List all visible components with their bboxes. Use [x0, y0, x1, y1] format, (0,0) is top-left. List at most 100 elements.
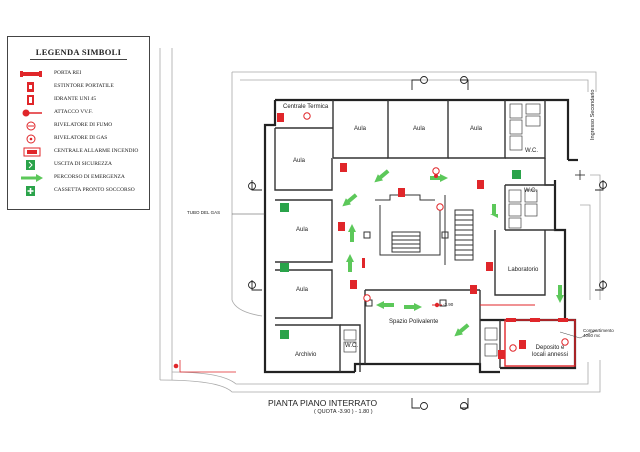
legend-label: CASSETTA PRONTO SOCCORSO: [54, 187, 135, 193]
room-label-wc: W.C.: [345, 343, 358, 349]
emergency-route-arrow-icon: [348, 224, 356, 242]
emergency-exit-icon: [280, 263, 289, 272]
room-label-wc: W.C.: [524, 188, 537, 194]
fire-extinguisher-icon: [277, 113, 284, 122]
legend-item-extinguisher: ESTINTORE PORTATILE: [20, 82, 148, 92]
fire-brigade-connection-icon: [22, 109, 42, 117]
fire-brigade-connection-icon: [173, 363, 179, 369]
central-stair: [363, 194, 474, 307]
legend-label: CENTRALE ALLARME INCENDIO: [54, 148, 139, 154]
fire-door-icon: [20, 71, 42, 77]
smoke-detector-icon: [509, 344, 517, 352]
fire-extinguisher-icon: [340, 163, 347, 172]
room-label-aula: Aula: [296, 227, 309, 233]
room-label-wc: W.C.: [525, 148, 538, 154]
fire-extinguisher-icon: [486, 262, 493, 271]
wc-fixtures: [343, 103, 541, 357]
room-label-archivio: Archivio: [295, 352, 317, 358]
entrance-arrow: [575, 170, 585, 180]
fire-extinguisher-icon: [27, 82, 34, 92]
fire-alarm-panel-icon: [23, 147, 41, 157]
symbol-legend: LEGENDA SIMBOLI PORTA REI ESTINTORE PORT…: [7, 36, 150, 210]
fire-door-icon: [506, 318, 516, 322]
fire-extinguisher-icon: [398, 188, 405, 197]
legend-item-emergency-route: PERCORSO DI EMERGENZA: [20, 173, 148, 183]
emergency-route-arrow-icon: [346, 254, 354, 272]
fire-extinguisher-icon: [338, 222, 345, 231]
emergency-route-arrow-icon: [21, 174, 43, 182]
gas-detector-icon: [26, 134, 36, 144]
emergency-route-arrows: [342, 169, 564, 337]
fire-extinguisher-icon: [519, 340, 526, 349]
emergency-exits: [280, 170, 521, 339]
smoke-detector-icon: [363, 294, 371, 302]
secondary-entrance-label: Ingresso Secondario: [590, 89, 596, 140]
legend-item-hydrant: IDRANTE UNI 45: [20, 95, 148, 105]
fire-door-icon: [530, 318, 540, 322]
legend-label: IDRANTE UNI 45: [54, 96, 97, 102]
emergency-exit-icon: [280, 203, 289, 212]
interior-walls: [274, 100, 555, 372]
compartment-leader: [559, 329, 597, 339]
fire-doors: [362, 258, 568, 322]
legend-title: LEGENDA SIMBOLI: [35, 47, 122, 57]
emergency-route-arrow-icon: [490, 204, 498, 218]
gas-pipe-line: [179, 360, 236, 373]
hydrant-icon: [27, 95, 34, 105]
legend-label: ATTACCO VV.F.: [54, 109, 93, 115]
legend-label: RIVELATORE DI FUMO: [54, 122, 113, 128]
emergency-route-arrow-icon: [404, 303, 422, 311]
room-label-spazio-polivalente: Spazio Polivalente: [389, 319, 439, 325]
smoke-detector-icon: [436, 203, 444, 211]
emergency-route-arrow-icon: [430, 174, 448, 182]
room-label-aula: Aula: [296, 287, 309, 293]
legend-label: USCITA DI SICUREZZA: [54, 161, 112, 167]
plan-subtitle: ( QUOTA -3.90 ) - 1.80 ): [314, 409, 373, 415]
legend-label: ESTINTORE PORTATILE: [54, 83, 114, 89]
smoke-detector-icon: [561, 338, 569, 346]
detectors: [303, 112, 569, 352]
emergency-exit-icon: [512, 170, 521, 179]
smoke-detector-icon: [26, 121, 36, 131]
gas-pipe-label: TUBO DEL GAS: [187, 210, 221, 215]
room-label-deposito: Deposito e locali annessi: [531, 345, 569, 358]
legend-label: RIVELATORE DI GAS: [54, 135, 108, 141]
emergency-route-arrow-icon: [556, 285, 564, 303]
legend-item-emergency-exit: USCITA DI SICUREZZA: [20, 160, 148, 170]
hydrant-icon: [434, 174, 438, 178]
smoke-detector-icon: [432, 167, 440, 175]
fire-extinguishers: [277, 113, 526, 359]
room-label-laboratorio: Laboratorio: [508, 267, 539, 273]
plan-title: PIANTA PIANO INTERRATO: [268, 398, 378, 408]
room-label-aula: Aula: [354, 126, 367, 132]
compartment-label: Compartimento 4060 mc: [583, 328, 614, 338]
fire-extinguisher-icon: [477, 180, 484, 189]
room-label-aula: Aula: [470, 126, 483, 132]
legend-label: PORTA REI: [54, 70, 82, 76]
gas-detector-icon: [303, 112, 311, 120]
emergency-route-arrow-icon: [342, 193, 358, 207]
emergency-exit-icon: [280, 330, 289, 339]
emergency-route-arrow-icon: [374, 169, 390, 183]
legend-divider: [30, 59, 127, 60]
fire-door-icon: [362, 258, 365, 268]
fire-extinguisher-icon: [470, 285, 477, 294]
hydrants: [173, 174, 442, 369]
room-label-aula: Aula: [293, 158, 306, 164]
legend-item-smoke-detector: RIVELATORE DI FUMO: [20, 121, 148, 131]
fire-door-icon: [558, 318, 568, 322]
legend-label: PERCORSO DI EMERGENZA: [54, 174, 125, 180]
fire-extinguisher-icon: [350, 280, 357, 289]
building-walls: [263, 98, 578, 374]
local-level-label: -3.90: [443, 302, 454, 307]
legend-item-fire-door: PORTA REI: [20, 69, 148, 79]
emergency-route-arrow-icon: [376, 301, 394, 309]
legend-item-gas-detector: RIVELATORE DI GAS: [20, 134, 148, 144]
first-aid-box-icon: [26, 186, 35, 196]
fire-extinguisher-icon: [498, 350, 505, 359]
room-label-aula: Aula: [413, 126, 426, 132]
emergency-route-arrow-icon: [454, 323, 470, 337]
legend-item-first-aid: CASSETTA PRONTO SOCCORSO: [20, 186, 148, 196]
section-markers: [248, 76, 607, 410]
